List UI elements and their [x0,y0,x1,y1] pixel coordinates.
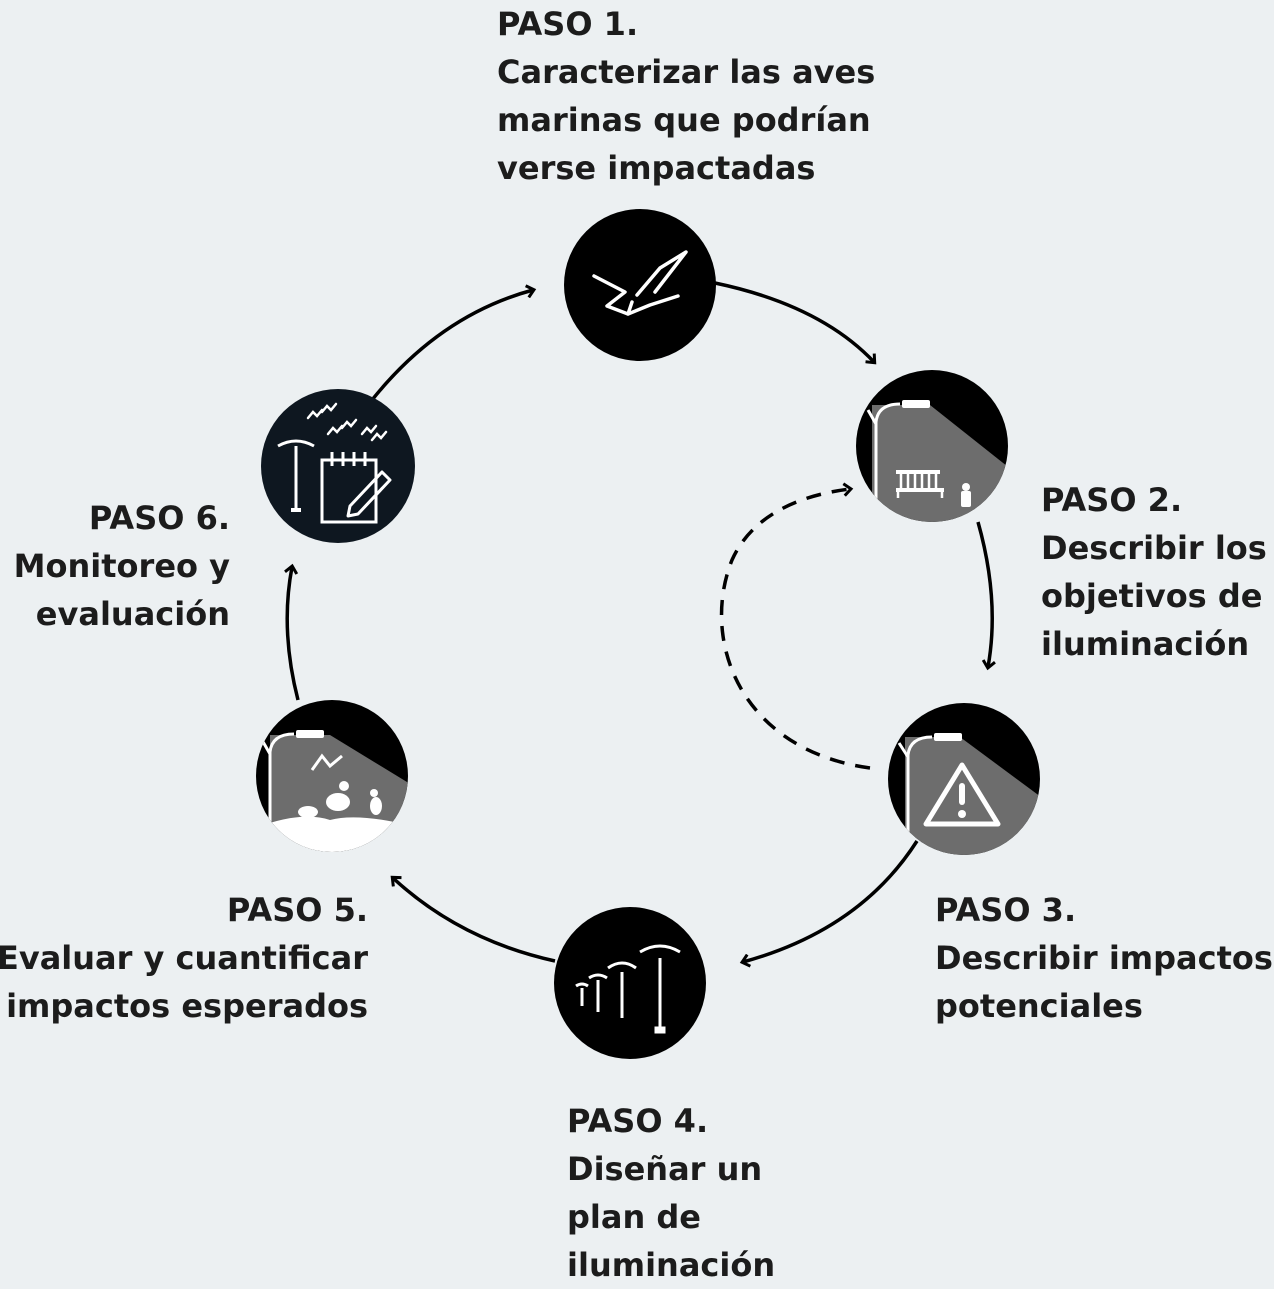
step-1-line-2: marinas que podrían [497,101,871,139]
dashed-feedback-arrow [719,489,871,770]
step-5-number: PASO 5. [226,891,368,929]
arrow-1-to-2 [714,281,874,362]
step-1-icon [564,209,716,361]
step-4-line-1: Diseñar un [567,1150,763,1188]
streetlight-warning-icon [897,733,1001,855]
step-6-label: PASO 6. Monitoreo y evaluación [14,494,230,638]
step-2-icon [856,370,1008,522]
step-2-number: PASO 2. [1041,481,1183,519]
step-3-line-2: potenciales [935,987,1143,1025]
cycle-arrows [287,281,992,963]
step-3-number: PASO 3. [935,891,1077,929]
step-4-icon [554,907,706,1059]
step-4-line-2: plan de [567,1198,701,1236]
step-6-number: PASO 6. [88,499,230,537]
step-1-number: PASO 1. [497,5,639,43]
arrow-6-to-1 [370,290,533,402]
step-5-line-1: Evaluar y cuantificar [0,939,368,977]
arrow-5-to-6 [287,567,300,701]
arrow-2-to-3 [976,521,992,667]
step-5-label: PASO 5. Evaluar y cuantificar impactos e… [0,886,368,1030]
step-2-line-3: iluminación [1041,625,1250,663]
step-2-line-2: objetivos de [1041,577,1263,615]
step-3-line-1: Describir impactos [935,939,1273,977]
step-6-icon [261,389,415,543]
step-6-line-2: evaluación [35,595,230,633]
step-5-line-2: impactos esperados [6,987,368,1025]
step-3-label: PASO 3. Describir impactos potenciales [935,886,1273,1030]
step-4-line-3: iluminación [567,1246,776,1284]
step-5-icon [256,700,408,852]
arrow-3-to-4 [743,840,919,962]
streetlights-plan-icon [575,944,681,1034]
seabird-icon [592,250,688,316]
step-4-number: PASO 4. [567,1102,709,1140]
streetlight-birds-icon [260,730,382,830]
step-2-line-1: Describir los [1041,529,1267,567]
step-3-icon [888,703,1040,855]
step-1-line-1: Caracterizar las aves [497,53,876,91]
step-6-line-1: Monitoreo y [13,547,230,585]
streetlight-bench-icon [866,400,971,522]
step-2-label: PASO 2. Describir los objetivos de ilumi… [1041,476,1267,668]
step-1-line-3: verse impactadas [497,149,816,187]
step-4-label: PASO 4. Diseñar un plan de iluminación [567,1097,775,1289]
monitoring-notepad-icon [277,402,392,524]
step-1-label: PASO 1. Caracterizar las aves marinas qu… [497,0,875,192]
arrow-4-to-5 [393,878,556,963]
